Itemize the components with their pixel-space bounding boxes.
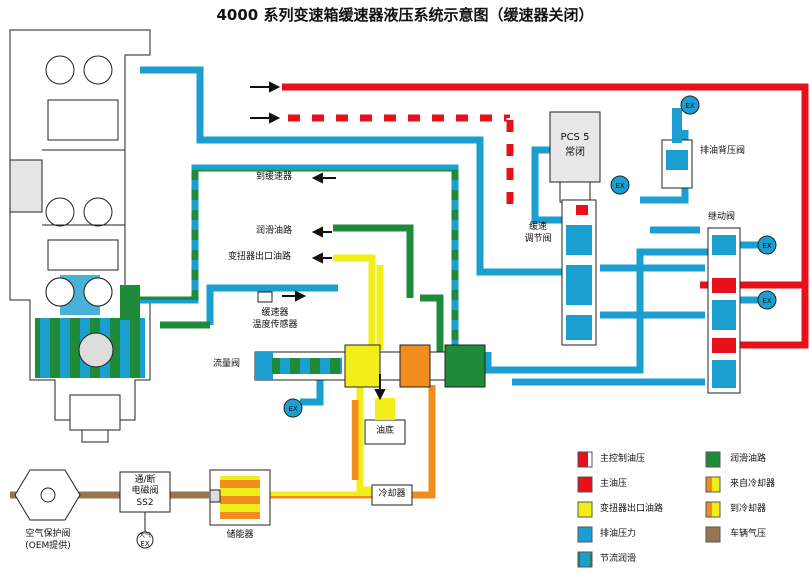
cooler-lines [270,385,436,499]
to-retarder-label: 到缓速器 [256,172,293,182]
backpressure-valve [661,108,693,189]
legend-label-main-control-pressure: 主控制油压 [600,454,646,464]
flow-arrows [250,81,386,401]
svg-text:EX: EX [762,297,771,305]
legend-swatches [577,451,721,568]
svg-text:EX: EX [685,102,694,110]
exhaust-backpressure-valve-label: 排油背压阀 [700,146,746,156]
legend-label-converter-out: 变扭器出口油路 [600,504,664,514]
legend-label-vehicle-air: 车辆气压 [730,529,767,539]
lube-circuit-label: 润滑油路 [256,226,293,236]
air-protection-valve-label: 空气保护阀 [25,529,71,539]
solenoid-label-2: 电磁阀 [131,486,159,496]
accumulator [209,469,271,526]
housing-bottom [69,394,121,443]
pcs5-label: PCS 5 [560,132,590,143]
flow-valve-body [254,344,486,388]
ex-texts: EX EX EX EX EX [288,102,771,413]
retarder-control-valve [561,199,597,346]
accumulator-label: 储能器 [226,530,254,540]
svg-text:EX: EX [762,242,771,250]
air-circuit [10,469,210,549]
ex-circles [283,95,777,418]
relay-valve-label: 继动阀 [708,212,736,222]
housing-oil-fill [35,275,145,378]
svg-text:EX: EX [615,182,624,190]
cooler [371,484,413,506]
retarder-temp-sensor-label-1: 缓速器 [261,308,289,318]
air-exhaust-label-1: 大气 [138,532,151,539]
temp-sensor [257,291,273,303]
solenoid-label-1: 通/断 [134,475,156,485]
cooler-label: 冷却器 [378,489,406,499]
air-protection-valve-oem-label: (OEM提供) [25,541,71,551]
solenoid-label-3: SS2 [136,498,154,508]
main-pressure-lines [282,83,809,349]
pcs5-solenoid [549,111,601,203]
svg-text:EX: EX [288,405,297,413]
air-exhaust-label-2: EX [140,540,150,548]
sump [364,398,406,445]
pcs5-state-label: 常闭 [565,147,585,158]
converter-out-lines [333,254,384,494]
diagram-title: 4000 系列变速箱缓速器液压系统示意图（缓速器关闭） [216,6,594,24]
relay-valve [707,227,741,394]
legend-label-lube-circuit: 润滑油路 [730,454,767,464]
flow-valve-label: 流量阀 [213,359,241,369]
legend-label-exhaust-pressure: 排油压力 [600,529,637,539]
legend-label-to-cooler: 到冷却器 [730,504,767,514]
legend-label-main-pressure: 主油压 [600,479,628,489]
legend-label-throttled-lube: 节流润滑 [600,554,637,564]
lube-lines [140,164,480,359]
retarder-control-valve-label-2: 调节阀 [524,234,552,244]
sump-label: 油底 [375,426,394,436]
retarder-control-valve-label-1: 缓速 [528,222,547,232]
retarder-temp-sensor-label-2: 温度传感器 [252,320,298,330]
legend-label-from-cooler: 来自冷却器 [730,479,776,489]
converter-out-circuit-label: 变扭器出口油路 [228,252,292,262]
